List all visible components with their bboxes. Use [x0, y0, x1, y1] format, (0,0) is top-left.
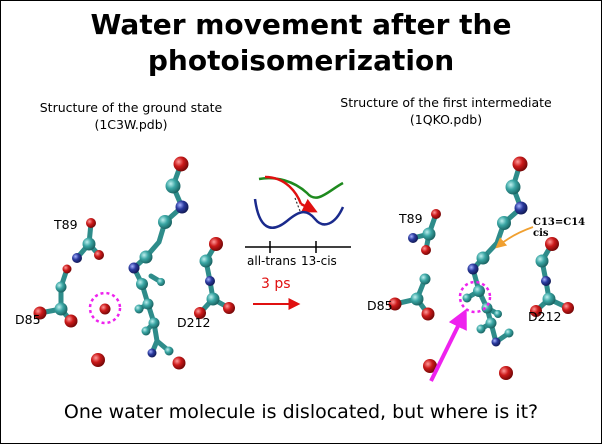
left-caption-line-1: Structure of the ground state — [39, 100, 223, 115]
carbon-atoms-left — [54, 178, 220, 356]
bond-label-pointer — [495, 226, 534, 249]
bottom-caption: One water molecule is dislocated, but wh… — [63, 401, 539, 423]
water-oxygen — [172, 356, 186, 370]
nitrogen-atoms-left — [72, 200, 215, 358]
slide-title: Water movement after the photoisomerizat… — [1, 7, 601, 79]
intermediate-structure — [388, 156, 574, 382]
tick-label-13-cis: 13-cis — [301, 254, 337, 268]
water-oxygen — [423, 359, 437, 373]
tick-label-all-trans: all-trans — [247, 254, 297, 268]
label-t89-right: T89 — [399, 211, 423, 226]
energy-diagram — [245, 175, 351, 310]
carbon-atoms-right — [410, 179, 556, 338]
label-d85-right: D85 — [367, 298, 393, 313]
oxygen-atoms-left — [33, 156, 235, 370]
empty-site-pointer-arrow — [429, 308, 467, 382]
right-caption-line-1: Structure of the first intermediate — [340, 95, 552, 110]
water-oxygen — [91, 353, 105, 367]
ground-state-structure — [33, 156, 235, 370]
label-t89-left: T89 — [54, 217, 78, 232]
excited-state-path — [264, 175, 303, 205]
excited-state-curve — [258, 176, 344, 199]
title-line-2: photoisomerization — [147, 44, 455, 77]
water-highlight-circle-left — [88, 291, 122, 325]
label-d212-right: D212 — [528, 309, 562, 324]
nitrogen-atoms-right — [408, 201, 551, 347]
right-caption-line-2: (1QKO.pdb) — [409, 112, 483, 127]
bond-label: C13=C14 cis — [533, 217, 586, 239]
left-caption: Structure of the ground state (1C3W.pdb) — [21, 99, 241, 133]
oxygen-atoms-right — [388, 156, 574, 380]
ground-state-curve — [253, 198, 345, 229]
water-highlight-circle-right — [458, 280, 492, 314]
right-caption: Structure of the first intermediate (1QK… — [321, 94, 571, 128]
water-oxygen — [499, 366, 513, 380]
left-caption-line-2: (1C3W.pdb) — [94, 117, 168, 132]
transition-time-label: 3 ps — [261, 276, 291, 292]
title-line-1: Water movement after the — [90, 8, 512, 41]
water-oxygen-displaced — [99, 303, 111, 315]
label-d85-left: D85 — [15, 312, 41, 327]
label-d212-left: D212 — [177, 315, 211, 330]
